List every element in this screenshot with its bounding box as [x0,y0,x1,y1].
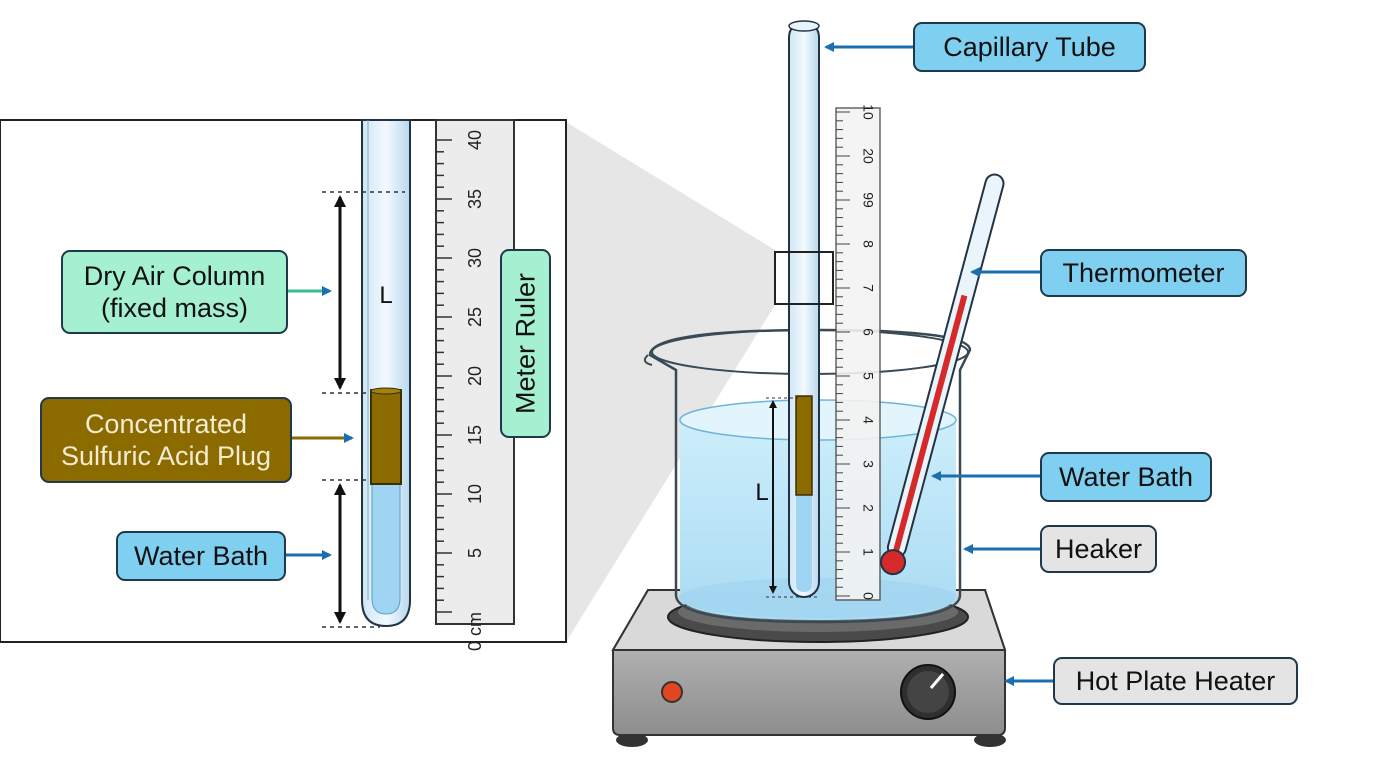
main-ruler-tick-label: 3 [860,460,876,468]
inset-length-symbol: L [379,282,392,309]
inset-acid-plug [370,389,402,485]
main-ruler-tick-label: 99 [860,192,876,208]
hot-plate-knob[interactable] [900,664,956,720]
hot-plate-heater-label: Hot Plate Heater [1053,657,1298,705]
capillary-tube [788,20,820,598]
main-ruler-tick-label: 4 [860,416,876,424]
main-ruler-tick-label: 20 [860,148,876,164]
main-ruler-tick-label: 8 [860,240,876,248]
main-ruler-tick-label: 0 [860,592,876,600]
inset-tube [361,119,411,628]
inset-dashed-guides [322,191,405,628]
thermometer-label: Thermometer [1040,249,1247,297]
inset-ruler-tick-label: 5 [465,548,485,558]
inset-ruler-labels: 0 cm 5 10 15 20 25 30 35 40 [465,130,485,651]
main-ruler-tick-label: 7 [860,284,876,292]
inset-ruler-tick-label: 15 [465,425,485,445]
heaker-label: Heaker [1040,525,1157,573]
dry-air-column-label: Dry Air Column (fixed mass) [61,250,288,334]
inset-ruler-tick-label: 30 [465,248,485,268]
capillary-tube-label: Capillary Tube [913,22,1146,72]
main-length-guides [766,397,820,598]
inset-ruler-tick-label: 10 [465,484,485,504]
acid-plug-label: Concentrated Sulfuric Acid Plug [40,397,292,483]
main-ruler-tick-label: 2 [860,504,876,512]
inset-ruler-tick-label: 35 [465,189,485,209]
main-ruler-tick-label: 10 [860,104,876,120]
inset-ruler-tick-label: 0 cm [465,612,485,651]
main-ruler-tick-label: 6 [860,328,876,336]
main-meter-ruler [835,107,881,601]
inset-ruler-ticks [436,139,452,613]
hot-plate-indicator-light [661,681,683,703]
water-bath-left-label: Water Bath [116,531,286,581]
main-ruler-labels: 0 1 2 3 4 5 6 7 8 99 20 10 [860,104,876,600]
main-ruler-tick-label: 5 [860,372,876,380]
zoom-window [774,251,834,305]
main-length-symbol: L [755,479,768,506]
inset-ruler-tick-label: 25 [465,307,485,327]
inset-ruler-tick-label: 20 [465,366,485,386]
inset-acid-plug-top [370,387,402,395]
inset-ruler-tick-label: 40 [465,130,485,150]
meter-ruler-label: Meter Ruler [500,249,551,438]
main-ruler-ticks [836,111,850,597]
zoom-cone [566,122,775,642]
main-ruler-tick-label: 1 [860,548,876,556]
water-bath-right-label: Water Bath [1040,452,1212,502]
